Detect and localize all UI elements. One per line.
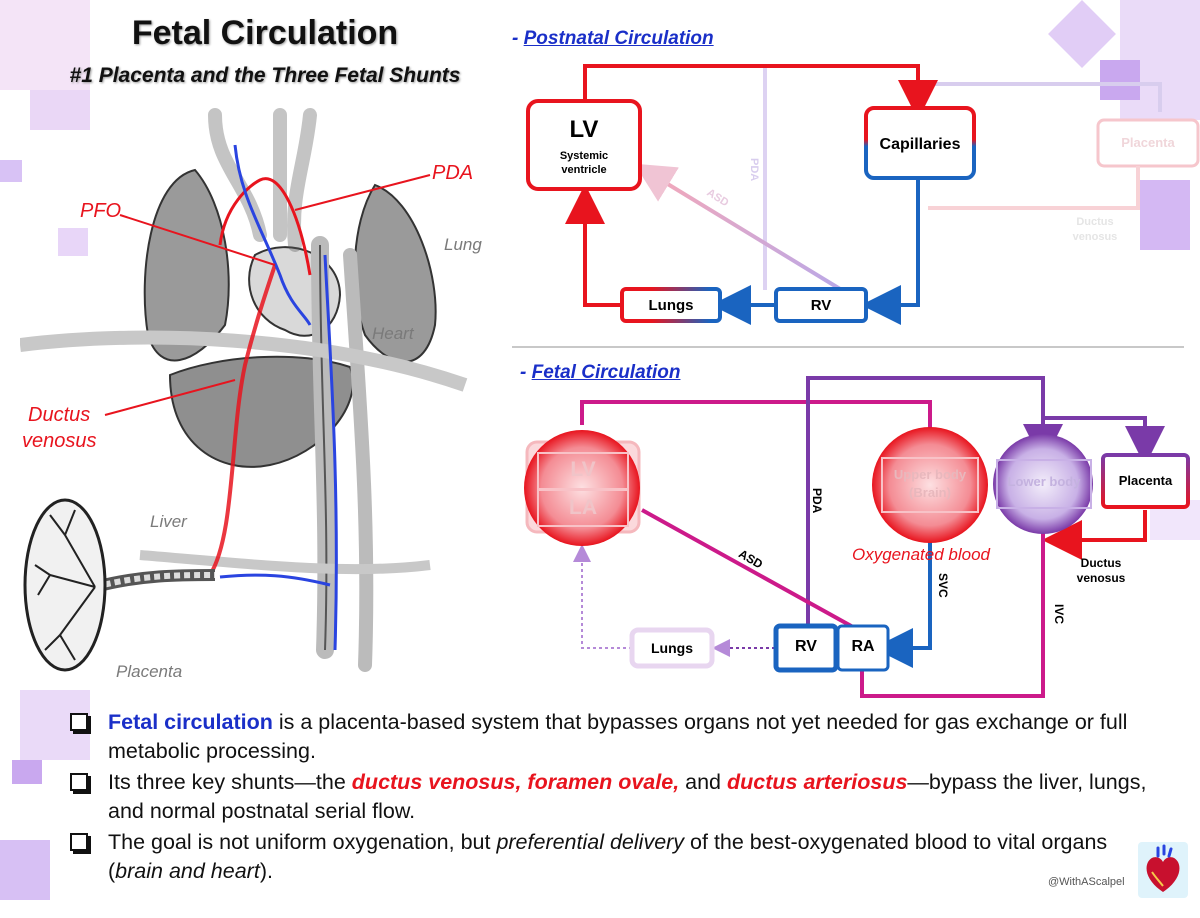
postnatal-lv-box: [526, 99, 642, 191]
checkbox-bullet-icon: [70, 773, 88, 791]
lung-label: Lung: [444, 235, 482, 254]
heart-logo-icon: [1138, 842, 1188, 898]
page-title: Fetal Circulation: [131, 14, 399, 52]
ductus-venosus-label-line1: Ductus: [28, 404, 91, 426]
checkbox-bullet-icon: [70, 713, 88, 731]
oxygenated-blood-label: Oxygenated blood: [852, 545, 990, 564]
fetal-lungs-box: [629, 627, 715, 669]
fetal-upper-body-circle: [872, 427, 988, 543]
postnatal-capillaries-label: Capillaries: [879, 136, 961, 153]
fetal-placenta-label: Placenta: [1118, 473, 1173, 488]
fetal-heading: - Fetal Circulation: [520, 362, 681, 383]
ductus-venosus-label-line2: venosus: [22, 430, 97, 452]
fetal-ivc-label: IVC: [1052, 604, 1066, 625]
heart-label: Heart: [372, 324, 414, 343]
postnatal-rv-box: [774, 287, 868, 323]
fetal-ductus-label1: Ductus: [1080, 556, 1122, 570]
bullet-item-2: Its three key shunts—the ductus venosus,…: [70, 768, 1160, 826]
postnatal-lv-label: LV: [569, 116, 599, 143]
page-subtitle: #1 Placenta and the Three Fetal Shunts: [69, 64, 461, 87]
placenta-label: Placenta: [116, 662, 183, 681]
postnatal-lv-sub1: Systemic: [559, 150, 609, 162]
postnatal-lv-sub2: ventricle: [561, 164, 607, 176]
fetal-lv-label: LV: [570, 458, 596, 481]
fetal-ductus-label2: venosus: [1076, 571, 1126, 585]
fetal-svc-label: SVC: [936, 573, 950, 598]
checkbox-bullet-icon: [70, 833, 88, 851]
postnatal-lungs-box: [620, 287, 722, 323]
section-divider: [512, 346, 1184, 348]
bullet-item-1: Fetal circulation is a placenta-based sy…: [70, 708, 1160, 766]
placenta-shape: [23, 498, 107, 672]
fetal-anatomy-illustration: [20, 108, 468, 672]
postnatal-ductus-label1: Ductus: [1076, 216, 1114, 228]
fetal-lungs-label: Lungs: [651, 640, 693, 656]
bullet-item-3: The goal is not uniform oxygenation, but…: [70, 828, 1160, 886]
fetal-rv-label: RV: [795, 638, 817, 655]
fetal-ra-box: [836, 624, 890, 672]
postnatal-ductus-label2: venosus: [1072, 231, 1118, 243]
bullet-list: Fetal circulation is a placenta-based sy…: [70, 708, 1160, 888]
fetal-placenta-box: [1101, 453, 1190, 509]
postnatal-capillaries-box: [864, 106, 976, 180]
postnatal-lungs-label: Lungs: [648, 297, 694, 314]
pfo-label: PFO: [80, 200, 122, 222]
postnatal-placenta-label: Placenta: [1121, 135, 1175, 150]
postnatal-rv-label: RV: [810, 297, 832, 314]
pda-label: PDA: [432, 162, 474, 184]
fetal-upper-label2: (Brain): [909, 485, 951, 500]
watermark: @WithAScalpel: [1048, 876, 1125, 888]
liver-label: Liver: [150, 512, 187, 531]
postnatal-heading: - Postnatal Circulation: [512, 28, 714, 49]
fetal-rv-box: [773, 623, 839, 673]
fetal-ra-label: RA: [851, 638, 875, 655]
fetal-la-label: LA: [569, 496, 597, 519]
fetal-upper-label1: Upper body: [893, 467, 967, 482]
fetal-lower-label: Lower body: [1007, 474, 1081, 489]
fetal-pda-label: PDA: [810, 488, 824, 514]
left-lung-shape: [143, 168, 230, 362]
